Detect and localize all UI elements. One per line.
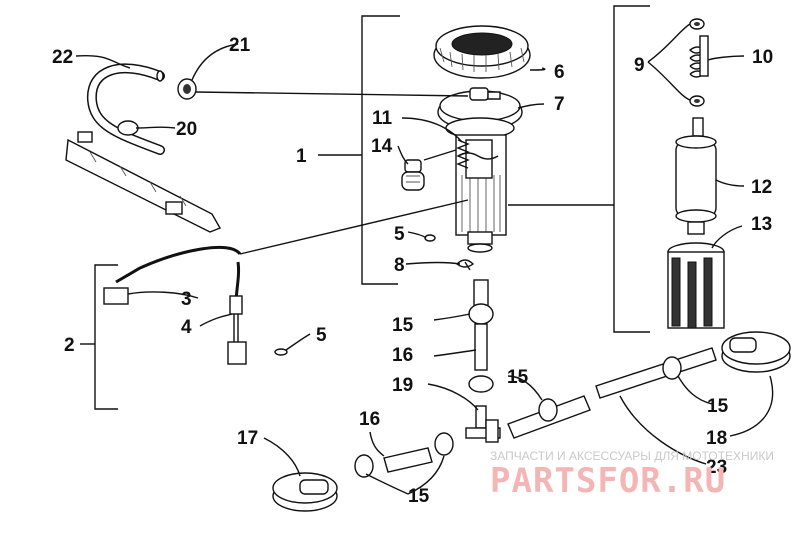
tee-fitting-19 — [465, 405, 501, 443]
clamp-20-part — [117, 120, 139, 136]
callout-16-b: 16 — [359, 409, 380, 430]
lock-ring-part — [433, 25, 531, 79]
callout-7: 7 — [554, 94, 565, 115]
callout-19: 19 — [392, 375, 413, 396]
clip-8-part — [455, 259, 475, 271]
harness-part — [103, 199, 469, 365]
bracket-1 — [318, 15, 400, 285]
callout-15-d: 15 — [408, 486, 430, 507]
washer-5-top — [424, 234, 436, 242]
washer-5-bottom — [274, 348, 288, 356]
callout-17: 17 — [237, 428, 258, 449]
callout-12: 12 — [751, 177, 772, 198]
hose-15-lower-right — [507, 395, 591, 439]
hose-23-part — [595, 347, 717, 399]
callout-18: 18 — [706, 428, 727, 449]
hose-16-lower — [383, 432, 454, 473]
callout-5-bottom: 5 — [316, 325, 327, 346]
callout-6: 6 — [554, 62, 565, 83]
callout-14: 14 — [371, 136, 393, 157]
callout-4: 4 — [181, 317, 192, 338]
callout-13: 13 — [751, 214, 772, 235]
bracket-2 — [80, 264, 118, 410]
pump-module-body — [455, 134, 507, 253]
callout-9: 9 — [634, 55, 645, 76]
callout-16-a: 16 — [392, 345, 413, 366]
pump-detail-box — [508, 5, 650, 333]
callout-10: 10 — [752, 47, 773, 68]
fitting-21-part — [177, 78, 469, 100]
callout-labels: 1 2 3 4 5 5 6 7 8 9 10 11 12 13 14 15 15… — [52, 35, 773, 507]
callout-8: 8 — [394, 255, 405, 276]
callout-22: 22 — [52, 47, 73, 68]
sender-part — [401, 149, 457, 191]
fuel-rail-part — [65, 131, 222, 233]
strainer-part — [667, 242, 725, 329]
callout-2: 2 — [64, 335, 75, 356]
watermark: ЗАПЧАСТИ И АКСЕССУАРЫ ДЛЯ МОТОТЕХНИКИ PA… — [490, 449, 774, 501]
o-ring-9-bottom — [689, 95, 705, 107]
leader-lines — [75, 23, 774, 495]
connector-10-part — [688, 35, 709, 78]
hose-22-part — [86, 63, 165, 155]
callout-21: 21 — [229, 35, 251, 56]
pickup-tube-16-upper — [468, 279, 494, 393]
watermark-logo: PARTSFOR.RU — [490, 461, 726, 501]
spring-part — [456, 139, 470, 169]
watermark-subtitle: ЗАПЧАСТИ И АКСЕССУАРЫ ДЛЯ МОТОТЕХНИКИ — [490, 449, 774, 463]
o-ring-9-top — [689, 18, 705, 30]
callout-20: 20 — [176, 119, 197, 140]
callout-23: 23 — [706, 457, 727, 478]
callout-11: 11 — [372, 108, 393, 129]
fuel-pump-part — [675, 117, 717, 235]
pickup-18-part — [721, 331, 791, 373]
callout-15-c: 15 — [707, 396, 729, 417]
callout-3: 3 — [181, 289, 192, 310]
callout-15-a: 15 — [392, 315, 414, 336]
callout-5-top: 5 — [394, 224, 405, 245]
pickup-17-part — [272, 454, 374, 512]
callout-15-b: 15 — [507, 367, 529, 388]
callout-1: 1 — [296, 146, 307, 167]
